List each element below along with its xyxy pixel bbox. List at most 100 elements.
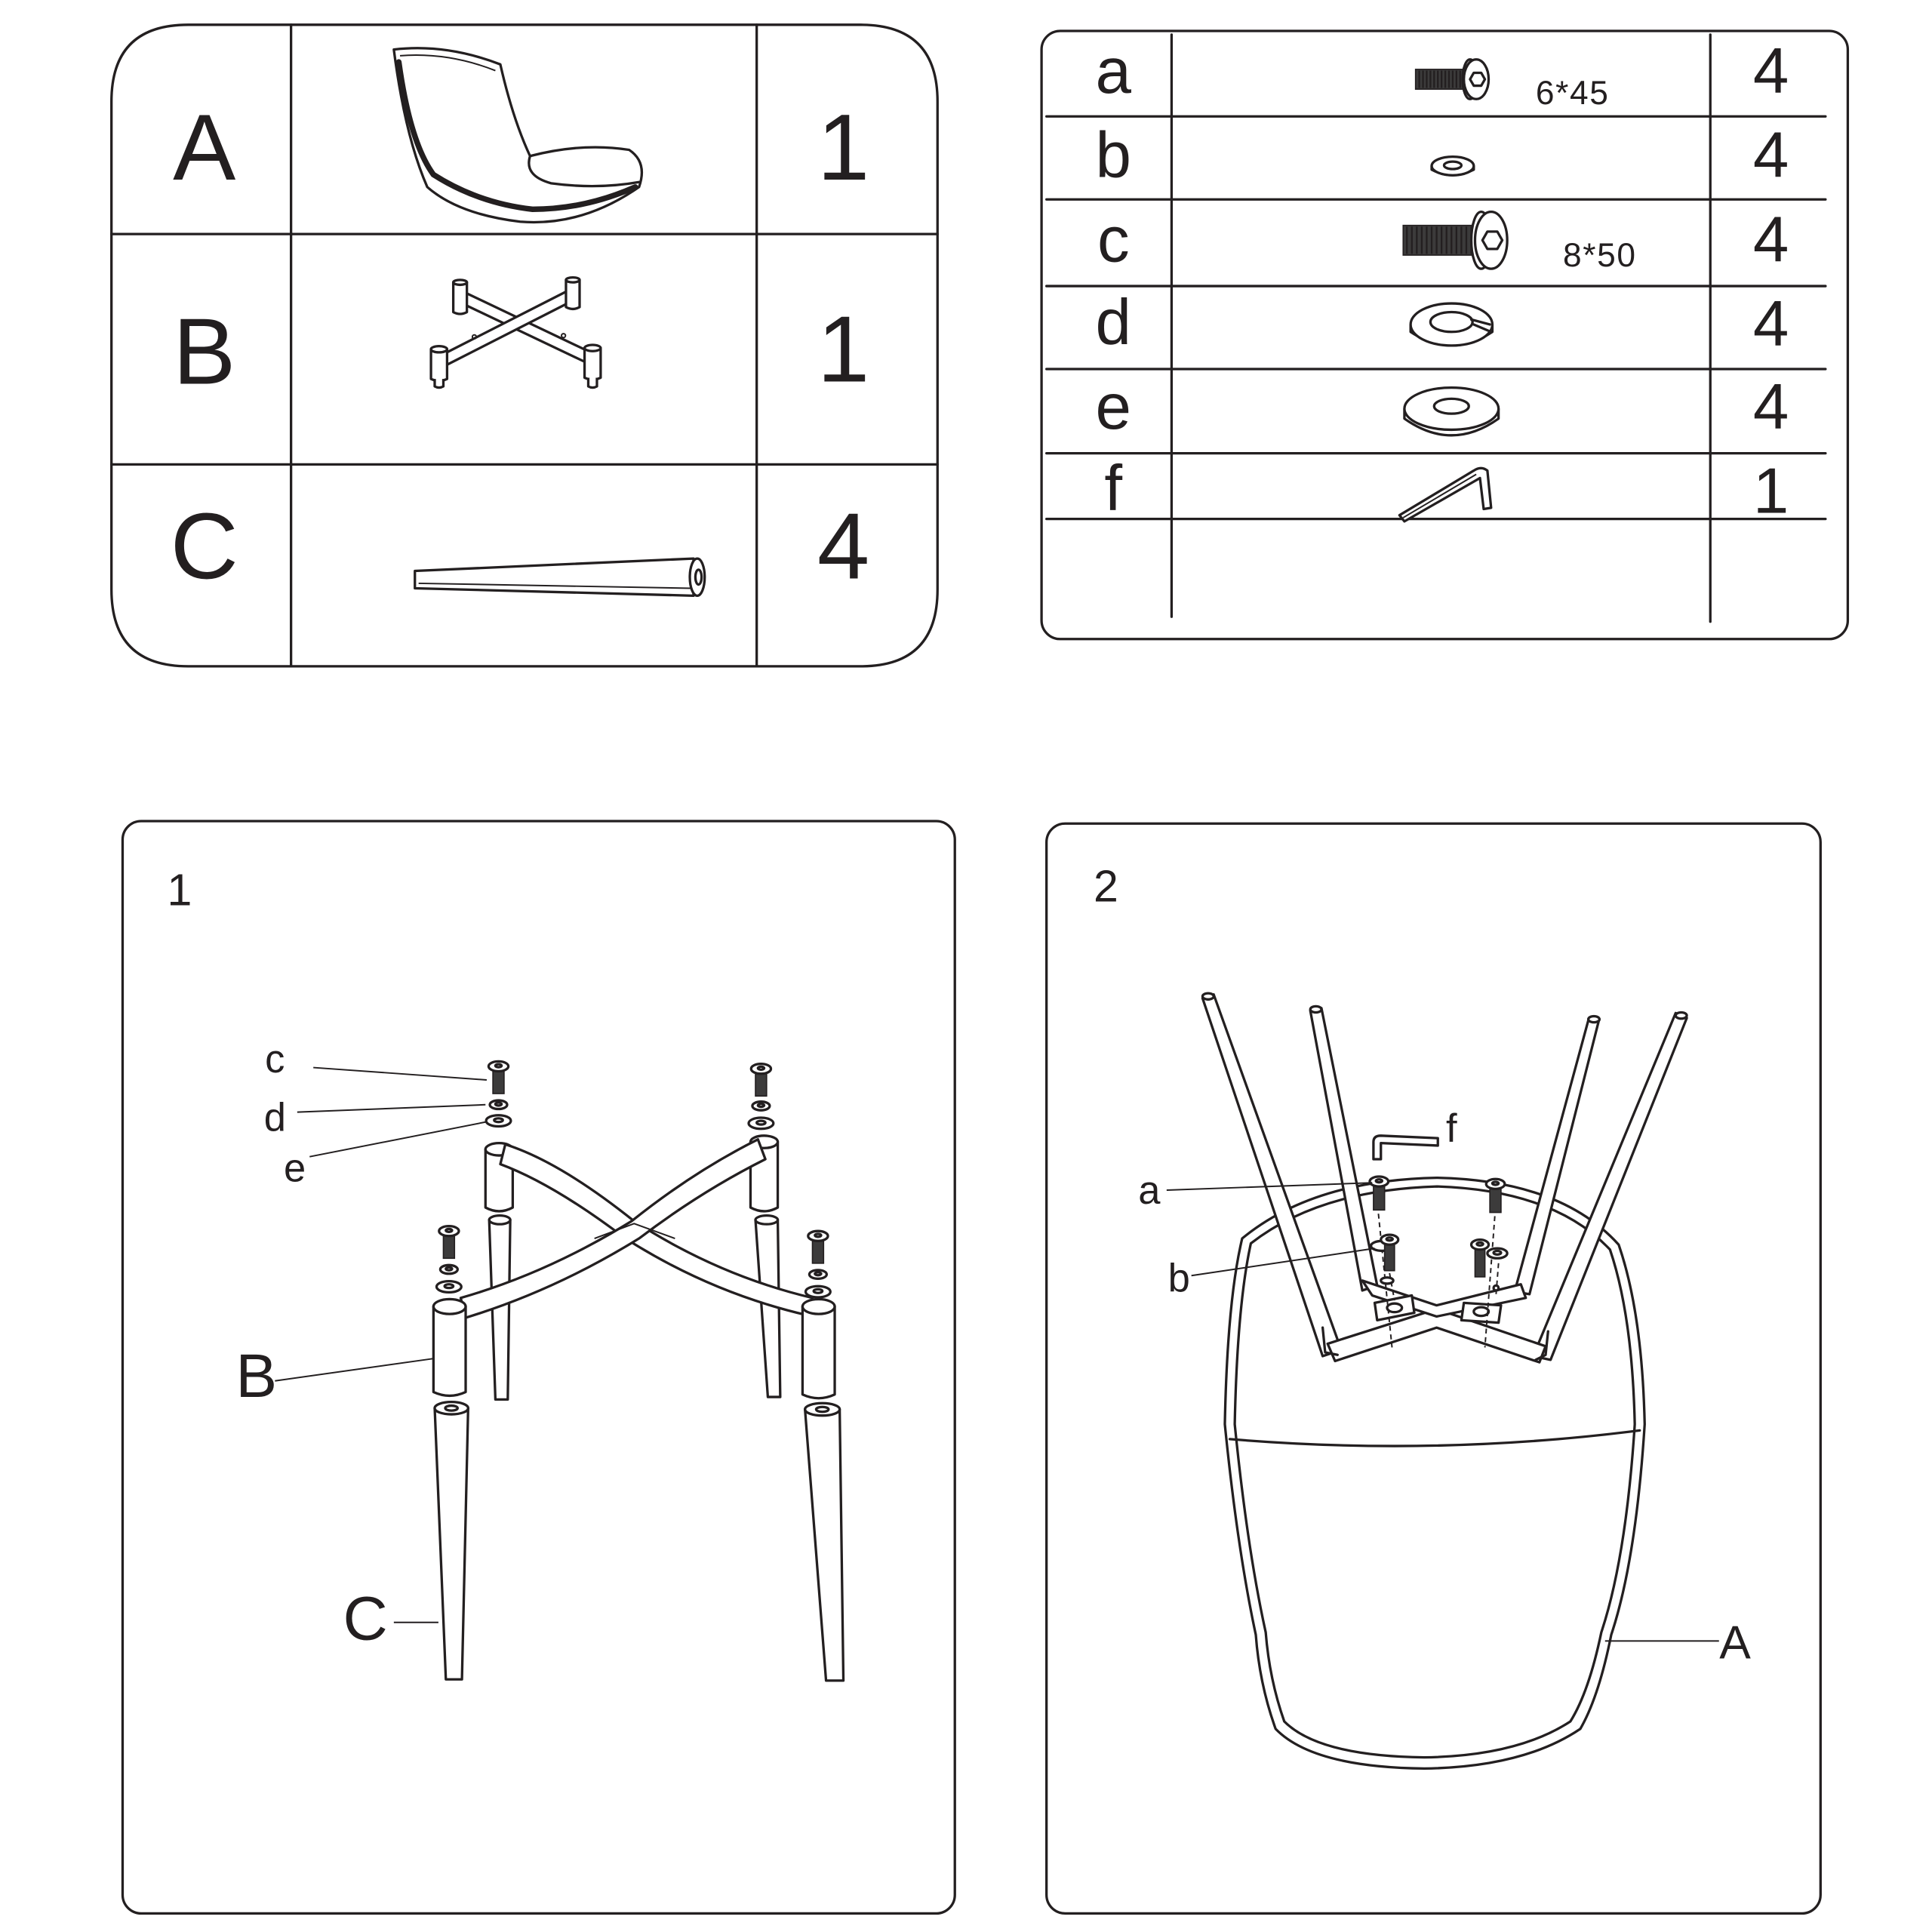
bolt-a-right bbox=[1484, 1177, 1506, 1214]
step-2-number: 2 bbox=[1094, 862, 1118, 912]
mounting-hole bbox=[1472, 1306, 1491, 1318]
flat-washer-small-icon bbox=[1430, 155, 1475, 177]
alignment-line bbox=[1484, 1216, 1496, 1348]
hex-socket bbox=[814, 1232, 823, 1238]
part-label-B: B bbox=[173, 300, 235, 405]
hardware-stack-front-right bbox=[804, 1229, 832, 1299]
part-qty-A: 1 bbox=[817, 95, 869, 200]
hex-socket bbox=[445, 1227, 454, 1233]
washer-b bbox=[1486, 1247, 1509, 1260]
seat-shell-back-edge bbox=[399, 54, 496, 72]
spring-lock-washer-icon bbox=[1409, 302, 1494, 347]
hex-socket-bolt-small-icon bbox=[1414, 58, 1491, 100]
washer-hole bbox=[812, 1287, 824, 1294]
callout-C: C bbox=[343, 1585, 387, 1654]
flat-washer-large-icon bbox=[1403, 386, 1500, 437]
hardware-label-c: c bbox=[1097, 204, 1130, 275]
washer-hole bbox=[1432, 397, 1470, 415]
base-tube bbox=[429, 348, 449, 383]
lock-washer-split bbox=[1469, 318, 1493, 334]
washer-b bbox=[1380, 1276, 1395, 1285]
base-hole bbox=[561, 333, 567, 339]
bolt-a-left bbox=[1368, 1175, 1390, 1211]
hex-socket bbox=[756, 1065, 766, 1071]
hardware-stack-back-right bbox=[747, 1063, 775, 1131]
hardware-stack-front-left bbox=[435, 1224, 463, 1294]
callout-c: c bbox=[265, 1037, 285, 1081]
callout-B: B bbox=[235, 1342, 277, 1411]
callout-leader-d bbox=[297, 1103, 486, 1113]
leg-end bbox=[1674, 1011, 1688, 1020]
bolt-threads bbox=[1406, 226, 1472, 254]
frame-tube-front-left bbox=[432, 1305, 467, 1398]
parts-table-border bbox=[110, 23, 939, 668]
crossbar-joint bbox=[594, 1223, 675, 1239]
bolt-head bbox=[1463, 58, 1491, 100]
hex-socket-bolt-large-icon bbox=[1402, 210, 1509, 270]
base-hole bbox=[471, 334, 478, 340]
hex-socket bbox=[1385, 1236, 1394, 1242]
lock-washer-hole bbox=[1429, 310, 1474, 334]
hex-socket bbox=[1374, 1178, 1384, 1184]
parts-list-table: A 1 B 1 C 4 bbox=[110, 23, 939, 668]
mounting-hole bbox=[1386, 1302, 1404, 1314]
hex-socket bbox=[1481, 230, 1504, 251]
legs-upright bbox=[1201, 992, 1688, 1361]
hardware-list-table: a b c d e f 4 4 4 4 4 1 6*45 8*50 bbox=[1040, 29, 1850, 641]
mounting-plate bbox=[1460, 1301, 1503, 1324]
x-base-frame-icon bbox=[429, 275, 602, 389]
leg-top bbox=[488, 1214, 512, 1226]
hardware-qty-f: 1 bbox=[1753, 455, 1789, 527]
allen-key-icon bbox=[1398, 466, 1493, 523]
hex-socket bbox=[1491, 1180, 1500, 1186]
base-tube bbox=[565, 278, 581, 311]
seat-shell-outline bbox=[392, 47, 643, 224]
allen-key-edge bbox=[1402, 473, 1477, 518]
step-1-number: 1 bbox=[168, 866, 192, 915]
step-1-panel: 1 bbox=[121, 820, 956, 1915]
base-tube bbox=[451, 281, 469, 315]
hardware-label-d: d bbox=[1096, 287, 1131, 358]
washer-b-bolt-left bbox=[1369, 1233, 1400, 1285]
mounting-plate bbox=[1373, 1294, 1416, 1321]
frame-tube-top bbox=[801, 1297, 836, 1315]
bolt-a-shaft bbox=[1474, 1246, 1486, 1278]
leg-end bbox=[1309, 1004, 1323, 1014]
mounting-hole bbox=[1492, 1284, 1500, 1292]
base-tube-foot bbox=[433, 379, 445, 389]
callout-leader-a bbox=[1166, 1182, 1373, 1192]
bolt-shaft bbox=[1402, 224, 1478, 256]
washer-hole bbox=[493, 1117, 504, 1124]
leg-end bbox=[1586, 1014, 1601, 1024]
callout-d: d bbox=[264, 1095, 286, 1140]
callout-leader-e bbox=[309, 1121, 486, 1158]
hardware-qty-a: 4 bbox=[1753, 35, 1789, 107]
frame-tube-top bbox=[432, 1297, 467, 1315]
seat-cushion-seam bbox=[528, 155, 641, 188]
hex-socket bbox=[494, 1063, 503, 1069]
callout-leader-B bbox=[275, 1358, 434, 1382]
washer-hole bbox=[1492, 1249, 1503, 1256]
base-tube-top bbox=[565, 275, 581, 284]
leg-end bbox=[1201, 992, 1215, 1001]
washer-hole bbox=[1442, 160, 1463, 171]
hardware-label-a: a bbox=[1096, 35, 1132, 107]
part-label-A: A bbox=[173, 95, 235, 200]
base-tube-foot bbox=[586, 377, 598, 389]
leg-shade-line bbox=[418, 582, 691, 589]
leg-end-hole bbox=[694, 568, 703, 586]
allen-key-body bbox=[1398, 466, 1493, 523]
hardware-qty-e: 4 bbox=[1753, 371, 1789, 443]
callout-f: f bbox=[1446, 1106, 1457, 1151]
frame-bracket bbox=[1321, 1326, 1339, 1356]
callout-A: A bbox=[1719, 1617, 1751, 1669]
seat-piping-line bbox=[395, 59, 638, 213]
bolt-a-shaft bbox=[1383, 1241, 1395, 1272]
seat-seam-line bbox=[1228, 1429, 1641, 1447]
callout-e: e bbox=[284, 1146, 306, 1191]
hardware-label-e: e bbox=[1096, 371, 1131, 443]
frame-tube-front-right bbox=[801, 1305, 836, 1400]
hardware-label-f: f bbox=[1104, 453, 1122, 525]
hardware-table-border bbox=[1040, 29, 1850, 641]
